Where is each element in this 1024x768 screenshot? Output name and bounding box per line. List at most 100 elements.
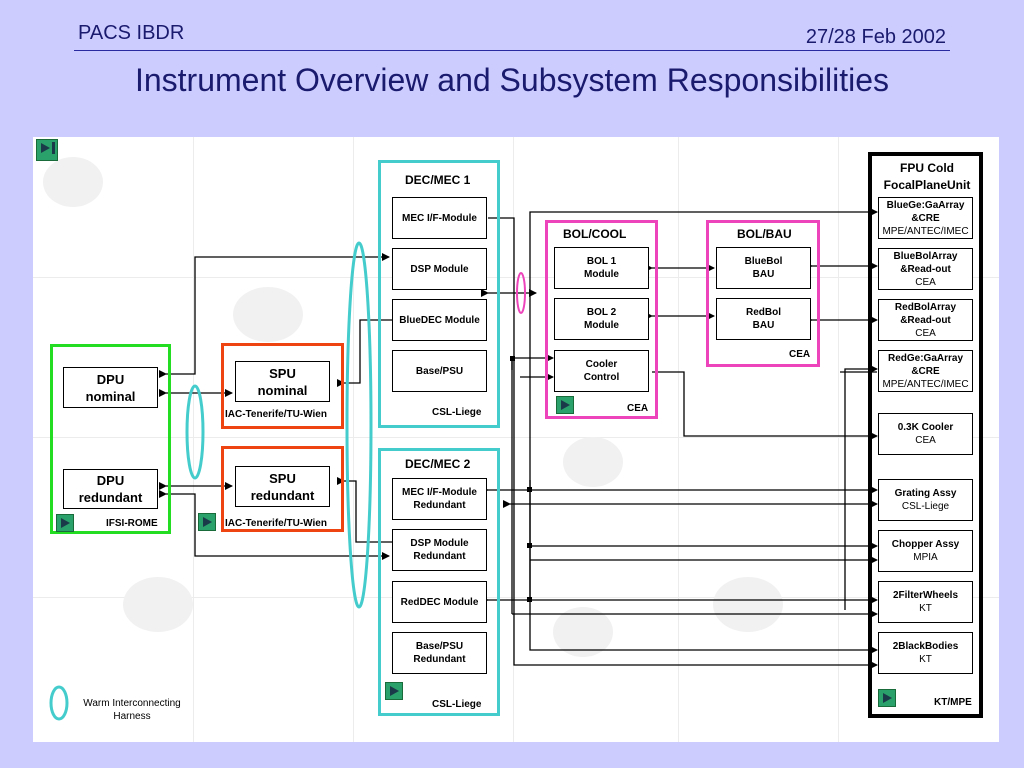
wire-bus-bluege bbox=[529, 208, 878, 216]
harness-ellipse-dec bbox=[345, 241, 373, 609]
spu-redundant-org-label: IAC-Tenerife/TU-Wien bbox=[225, 518, 327, 529]
bol-cool-title: BOL/COOL bbox=[563, 227, 627, 241]
fpu-item-name: RedGe:GaArray &CRE bbox=[887, 352, 964, 377]
bluedec-module-box[interactable]: BlueDEC Module bbox=[392, 299, 487, 341]
header-divider bbox=[74, 50, 950, 51]
dpu-redundant-box[interactable]: DPU redundant bbox=[63, 469, 158, 509]
spu-nominal-label: SPU nominal bbox=[257, 365, 308, 398]
fpu-item-org: MPE/ANTEC/IMEC bbox=[882, 225, 969, 237]
harness-ellipse-bol bbox=[516, 272, 526, 314]
fpu-item-name: BlueGe:GaArray &CRE bbox=[886, 199, 965, 224]
wire-spu-reddec bbox=[337, 477, 392, 543]
spu-nominal-box[interactable]: SPU nominal bbox=[235, 361, 330, 402]
bg-pattern-blob bbox=[43, 157, 103, 207]
fpu-item-name: Grating Assy bbox=[894, 488, 957, 499]
wire-bus-bluege-2 bbox=[529, 216, 540, 651]
bol-cool-org-label: CEA bbox=[627, 403, 649, 414]
bg-gridline bbox=[838, 137, 839, 742]
dec-mec-1-title: DEC/MEC 1 bbox=[405, 173, 471, 187]
fpu-item-name: 2FilterWheels bbox=[892, 590, 959, 601]
dpu-nominal-box[interactable]: DPU nominal bbox=[63, 367, 158, 408]
dec-mec-2-play-icon[interactable] bbox=[385, 682, 403, 700]
reddec-module-box[interactable]: RedDEC Module bbox=[392, 581, 487, 623]
redbol-bau-box[interactable]: RedBol BAU bbox=[716, 298, 811, 340]
base-psu-box[interactable]: Base/PSU bbox=[392, 350, 487, 392]
bg-pattern-blob bbox=[563, 437, 623, 487]
junction-dot bbox=[527, 543, 532, 548]
bg-gridline bbox=[678, 137, 679, 742]
diagram-canvas bbox=[33, 137, 999, 742]
dec-mec-1-org-label: CSL-Liege bbox=[432, 407, 482, 418]
dec-mec-2-org-label: CSL-Liege bbox=[432, 699, 482, 710]
redbol-bau-label: RedBol BAU bbox=[746, 307, 781, 331]
spu-nominal-frame bbox=[221, 343, 344, 429]
base-psu-redundant-box[interactable]: Base/PSU Redundant bbox=[392, 632, 487, 674]
header-left-label: PACS IBDR bbox=[78, 22, 185, 44]
fpu-frame bbox=[868, 152, 983, 718]
dpu-nominal-label: DPU nominal bbox=[85, 371, 136, 404]
mec-if-module-box[interactable]: MEC I/F-Module bbox=[392, 197, 487, 239]
bluebol-bau-label: BlueBol BAU bbox=[744, 256, 783, 280]
fpu-item-org: MPE/ANTEC/IMEC bbox=[882, 378, 969, 390]
bg-pattern-blob bbox=[123, 577, 193, 632]
bol-cool-frame bbox=[545, 220, 658, 419]
bol2-module-label: BOL 2 Module bbox=[584, 307, 619, 331]
dpu-play-icon[interactable] bbox=[56, 514, 74, 532]
junction-dot bbox=[527, 597, 532, 602]
wire-spu-bluedec bbox=[337, 319, 392, 387]
page-title: Instrument Overview and Subsystem Respon… bbox=[134, 62, 890, 98]
fpu-item-org: CSL-Liege bbox=[901, 501, 950, 512]
mec-if-module-redundant-box[interactable]: MEC I/F-Module Redundant bbox=[392, 478, 487, 520]
fpu-org-label: KT/MPE bbox=[934, 697, 972, 708]
junction-dot bbox=[510, 356, 515, 361]
bol1-module-label: BOL 1 Module bbox=[584, 256, 619, 280]
bluebol-bau-box[interactable]: BlueBol BAU bbox=[716, 247, 811, 289]
bol-bau-frame bbox=[706, 220, 820, 367]
fpu-item-org: KT bbox=[919, 603, 932, 614]
fpu-item-org: CEA bbox=[915, 327, 936, 339]
bol2-module-box[interactable]: BOL 2 Module bbox=[554, 298, 649, 340]
dsp-module-redundant-label: DSP Module Redundant bbox=[410, 538, 469, 562]
spu-redundant-box[interactable]: SPU redundant bbox=[235, 466, 330, 507]
cooler-control-box[interactable]: Cooler Control bbox=[554, 350, 649, 392]
header-date-label: 27/28 Feb 2002 bbox=[805, 26, 946, 48]
spu-nominal-org-label: IAC-Tenerife/TU-Wien bbox=[225, 409, 327, 420]
base-psu-label: Base/PSU bbox=[415, 365, 464, 377]
junction-dot bbox=[527, 487, 532, 492]
fpu-item-org: CEA bbox=[915, 276, 936, 288]
dpu-redundant-label: DPU redundant bbox=[78, 473, 143, 505]
bol-bau-title: BOL/BAU bbox=[737, 227, 792, 241]
dec-mec-1-frame bbox=[378, 160, 500, 428]
wire-dpu-dsp bbox=[159, 253, 390, 378]
dpu-frame bbox=[50, 344, 171, 534]
bol-cool-play-icon[interactable] bbox=[556, 396, 574, 414]
fpu-item-name: Chopper Assy bbox=[891, 539, 960, 550]
spu-play-icon[interactable] bbox=[198, 513, 216, 531]
fpu-play-icon[interactable] bbox=[878, 689, 896, 707]
wire-cooler-03k bbox=[652, 371, 878, 440]
bg-gridline bbox=[33, 437, 999, 438]
fpu-item-name: 0.3K Cooler bbox=[897, 422, 954, 433]
bol1-module-box[interactable]: BOL 1 Module bbox=[554, 247, 649, 289]
navigate-end-icon[interactable] bbox=[36, 139, 58, 161]
dsp-module-box[interactable]: DSP Module bbox=[392, 248, 487, 290]
mec-if-module-label: MEC I/F-Module bbox=[402, 212, 477, 224]
fpu-item-org: MPIA bbox=[913, 552, 938, 563]
harness-ellipse-dpu bbox=[185, 384, 205, 480]
mec-if-module-redundant-label: MEC I/F-Module Redundant bbox=[402, 487, 477, 511]
base-psu-redundant-label: Base/PSU Redundant bbox=[413, 641, 466, 665]
dsp-module-redundant-box[interactable]: DSP Module Redundant bbox=[392, 529, 487, 571]
reddec-module-label: RedDEC Module bbox=[400, 596, 479, 608]
harness-ellipse-legend bbox=[49, 685, 69, 721]
dec-mec-2-title: DEC/MEC 2 bbox=[405, 457, 471, 471]
